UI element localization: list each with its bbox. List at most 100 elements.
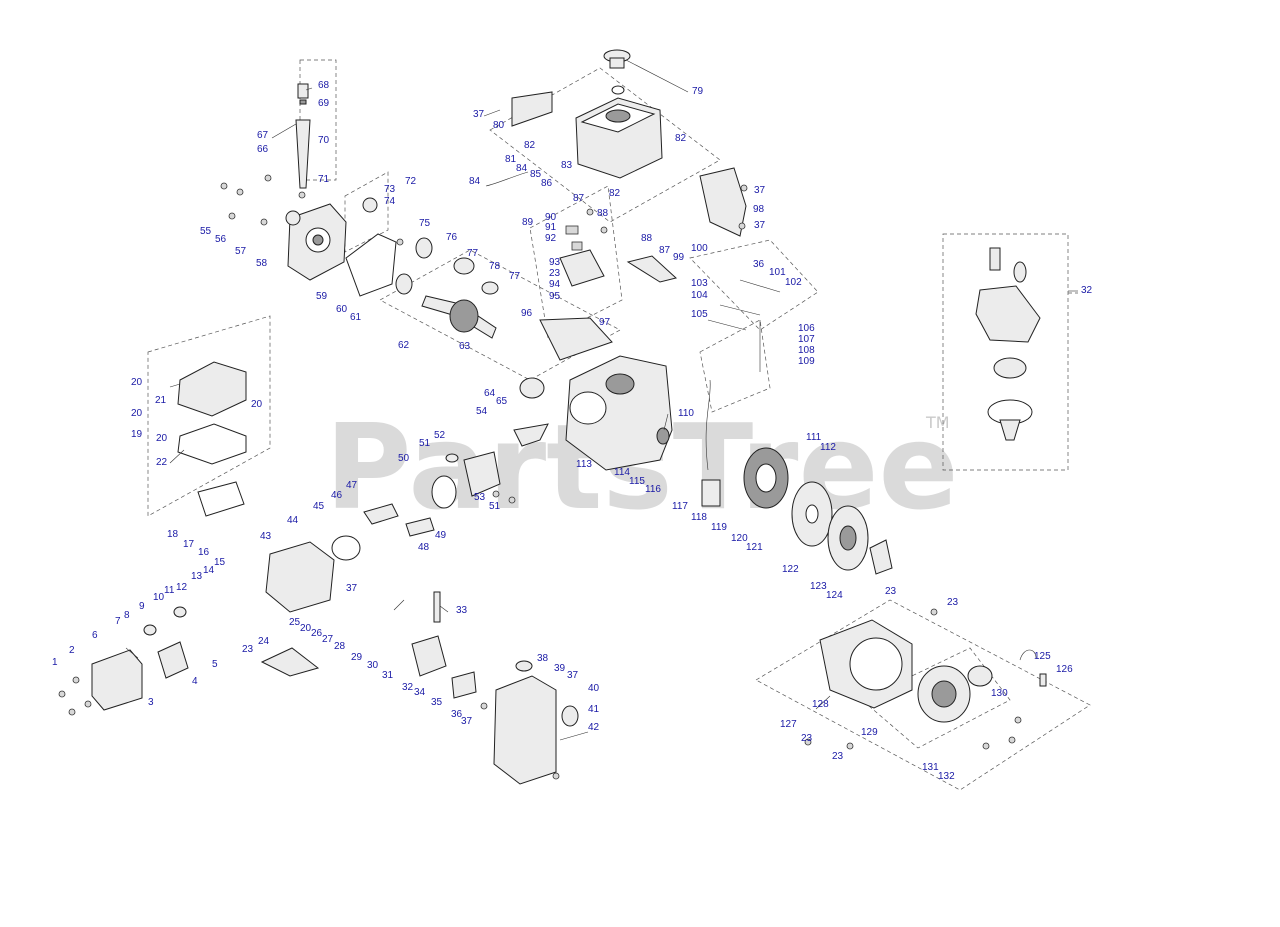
cylinder-head bbox=[265, 503, 435, 613]
crankcase-cover bbox=[285, 203, 347, 281]
fasteners bbox=[58, 174, 1022, 780]
callout-20: 20 bbox=[131, 408, 143, 419]
callout-2: 2 bbox=[69, 645, 75, 656]
callout-40: 40 bbox=[588, 683, 600, 694]
callout-42: 42 bbox=[588, 722, 600, 733]
callout-48: 48 bbox=[418, 542, 430, 553]
callout-16: 16 bbox=[198, 547, 210, 558]
callout-1: 1 bbox=[52, 657, 58, 668]
callout-37: 37 bbox=[346, 583, 358, 594]
starter-cup bbox=[869, 539, 893, 575]
callout-50: 50 bbox=[398, 453, 410, 464]
callout-5: 5 bbox=[212, 659, 218, 670]
callout-107: 107 bbox=[798, 334, 815, 345]
callout-81: 81 bbox=[505, 154, 517, 165]
callout-54: 54 bbox=[476, 406, 488, 417]
callout-98: 98 bbox=[753, 204, 765, 215]
callout-62: 62 bbox=[398, 340, 410, 351]
callout-11: 11 bbox=[164, 585, 175, 596]
callout-37: 37 bbox=[567, 670, 579, 681]
intake-gaskets bbox=[143, 606, 189, 679]
stator bbox=[743, 447, 789, 509]
callout-88: 88 bbox=[641, 233, 653, 244]
callout-112: 112 bbox=[820, 442, 836, 453]
callout-113: 113 bbox=[576, 459, 592, 470]
governor-gear bbox=[362, 197, 499, 295]
callout-116: 116 bbox=[645, 484, 661, 495]
callout-26: 26 bbox=[311, 628, 323, 639]
callout-37: 37 bbox=[754, 185, 766, 196]
callout-30: 30 bbox=[367, 660, 379, 671]
carburetor-detail bbox=[975, 247, 1041, 441]
callout-122: 122 bbox=[782, 564, 799, 575]
callout-45: 45 bbox=[313, 501, 325, 512]
callout-37: 37 bbox=[461, 716, 473, 727]
starter-handle bbox=[1019, 649, 1047, 687]
governor-linkage bbox=[626, 255, 678, 283]
callout-86: 86 bbox=[541, 178, 553, 189]
callout-65: 65 bbox=[496, 396, 508, 407]
callout-128: 128 bbox=[812, 699, 829, 710]
callout-69: 69 bbox=[318, 98, 330, 109]
callout-38: 38 bbox=[537, 653, 549, 664]
callout-18: 18 bbox=[167, 529, 179, 540]
callout-80: 80 bbox=[493, 120, 505, 131]
bracket bbox=[699, 167, 747, 237]
callout-71: 71 bbox=[318, 174, 330, 185]
callout-23: 23 bbox=[242, 644, 254, 655]
fuel-cap bbox=[603, 49, 631, 95]
callout-15: 15 bbox=[214, 557, 226, 568]
callout-89: 89 bbox=[522, 217, 534, 228]
callout-59: 59 bbox=[316, 291, 328, 302]
callout-34: 34 bbox=[414, 687, 426, 698]
callout-66: 66 bbox=[257, 144, 269, 155]
fuel-tank bbox=[511, 91, 663, 179]
callout-29: 29 bbox=[351, 652, 363, 663]
air-cleaner bbox=[177, 361, 247, 465]
callout-51: 51 bbox=[489, 501, 501, 512]
callout-36: 36 bbox=[753, 259, 765, 270]
callout-106: 106 bbox=[798, 323, 815, 334]
callout-55: 55 bbox=[200, 226, 212, 237]
watermark-trademark: TM bbox=[925, 413, 950, 432]
callout-124: 124 bbox=[826, 590, 843, 601]
callout-35: 35 bbox=[431, 697, 443, 708]
callout-83: 83 bbox=[561, 160, 573, 171]
callout-7: 7 bbox=[115, 616, 121, 627]
callout-74: 74 bbox=[384, 196, 396, 207]
callout-100: 100 bbox=[691, 243, 708, 254]
callout-43: 43 bbox=[260, 531, 272, 542]
callout-32: 32 bbox=[1081, 285, 1093, 296]
ignition-coil bbox=[701, 379, 721, 507]
callout-70: 70 bbox=[318, 135, 330, 146]
callout-77: 77 bbox=[467, 248, 479, 259]
callout-131: 131 bbox=[922, 762, 939, 773]
callout-9: 9 bbox=[139, 601, 145, 612]
callout-97: 97 bbox=[599, 317, 611, 328]
callout-102: 102 bbox=[785, 277, 802, 288]
callout-6: 6 bbox=[92, 630, 98, 641]
callout-31: 31 bbox=[382, 670, 394, 681]
piston-assembly bbox=[431, 423, 549, 509]
callout-79: 79 bbox=[692, 86, 704, 97]
callout-110: 110 bbox=[678, 408, 694, 419]
callout-72: 72 bbox=[405, 176, 417, 187]
callout-119: 119 bbox=[711, 522, 727, 533]
flywheel bbox=[791, 481, 833, 547]
muffler bbox=[91, 481, 245, 711]
callout-78: 78 bbox=[489, 261, 501, 272]
callout-28: 28 bbox=[334, 641, 346, 652]
callout-68: 68 bbox=[318, 80, 330, 91]
leader-lines bbox=[125, 59, 1078, 741]
callout-10: 10 bbox=[153, 592, 165, 603]
callout-82: 82 bbox=[609, 188, 621, 199]
callout-88: 88 bbox=[597, 208, 609, 219]
callout-82: 82 bbox=[675, 133, 687, 144]
callout-64: 64 bbox=[484, 388, 496, 399]
callout-87: 87 bbox=[573, 193, 585, 204]
dipstick-tube bbox=[295, 83, 311, 199]
callout-120: 120 bbox=[731, 533, 748, 544]
callout-20: 20 bbox=[156, 433, 168, 444]
callout-23: 23 bbox=[885, 586, 897, 597]
